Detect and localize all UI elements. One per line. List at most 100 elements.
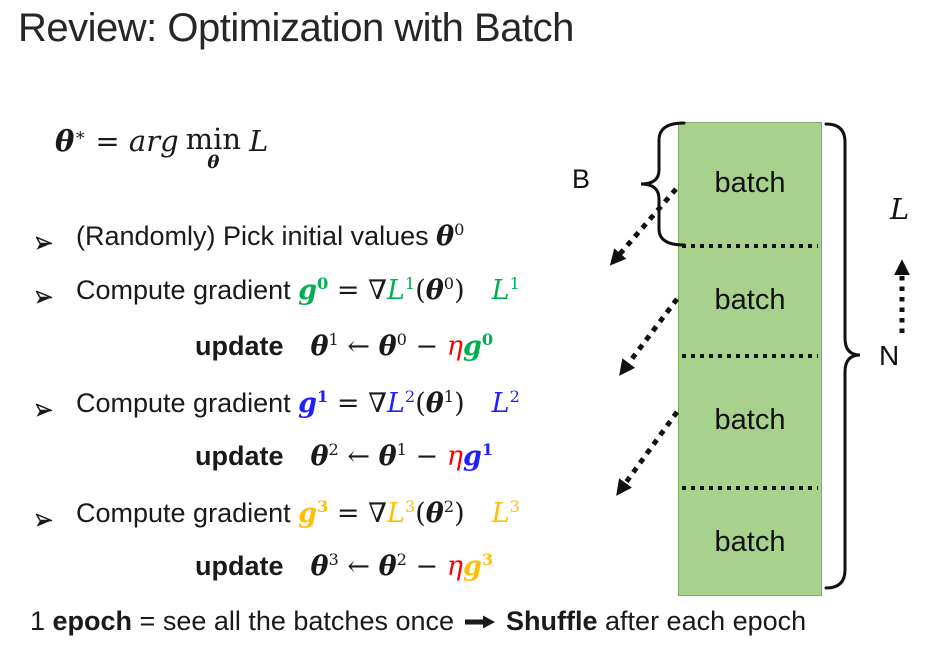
text-segment: L: [491, 388, 510, 419]
bullet-text: Compute gradient g3 = ∇L3(θ2) L3: [76, 498, 520, 529]
text-segment: [465, 275, 492, 306]
text-segment: η: [446, 551, 463, 582]
superscript-text: 1: [509, 274, 520, 293]
text-segment: θ: [378, 331, 397, 362]
text-segment: θ: [378, 551, 397, 582]
text-segment: L: [491, 498, 510, 529]
superscript-text: 0: [454, 220, 465, 239]
superscript-text: 2: [396, 550, 407, 569]
text-segment: =: [328, 275, 369, 306]
text-segment: θ: [425, 275, 444, 306]
superscript-text: ∗: [74, 125, 87, 146]
text-segment: ←: [338, 331, 379, 362]
text-segment: arg: [128, 124, 179, 158]
superscript-text: 1: [443, 387, 455, 406]
epoch-note-right: Shuffle after each epoch: [506, 606, 806, 637]
text-segment: g: [298, 388, 318, 419]
superscript-text: 0: [396, 330, 407, 349]
text-segment: 1: [30, 606, 53, 636]
batch-size-label: B: [572, 164, 591, 194]
text-segment: ∇: [368, 388, 387, 419]
text-segment: (: [415, 388, 426, 419]
epoch-note-left: 1 epoch = see all the batches once: [30, 606, 454, 637]
text-segment: ): [454, 498, 465, 529]
bullet-item-gradient-0: Compute gradient g0 = ∇L1(θ0) L1: [34, 275, 520, 313]
superscript-text: 2: [509, 387, 520, 406]
formula-lhs: θ∗ = arg: [55, 124, 179, 158]
text-segment: θ: [55, 124, 75, 158]
superscript-text: 3: [317, 497, 329, 516]
text-segment: [465, 498, 492, 529]
update-line-1: update θ1 ← θ0 − ηg0: [195, 331, 493, 362]
batch-label-1: batch: [714, 167, 786, 199]
text-segment: L: [386, 275, 405, 306]
text-segment: after each epoch: [597, 606, 807, 636]
text-segment: [284, 551, 311, 581]
batch-label-3: batch: [714, 404, 786, 436]
text-segment: L: [491, 275, 510, 306]
text-segment: Compute gradient: [76, 275, 299, 305]
batch3-arrow: [616, 410, 680, 496]
superscript-text: 3: [328, 550, 339, 569]
total-loss-label: L: [890, 192, 910, 226]
text-segment: ←: [338, 441, 379, 472]
dataset-size-label: N: [879, 340, 900, 371]
text-segment: L: [249, 124, 269, 158]
text-segment: g: [462, 441, 482, 472]
text-segment: ∇: [368, 275, 387, 306]
text-segment: Shuffle: [506, 606, 598, 636]
text-segment: θ: [378, 441, 397, 472]
text-segment: ): [454, 388, 465, 419]
text-segment: θ: [310, 551, 329, 582]
batch1-arrow: [609, 187, 678, 266]
bullet-text: Compute gradient g1 = ∇L2(θ1) L2: [76, 388, 520, 419]
superscript-text: 1: [328, 330, 339, 349]
epoch-note: 1 epoch = see all the batches once Shuff…: [30, 606, 806, 637]
text-segment: −: [406, 551, 447, 582]
batch2-arrow: [619, 297, 679, 376]
right-arrow-icon: [464, 614, 496, 630]
bullet-text: Compute gradient g0 = ∇L1(θ0) L1: [76, 275, 520, 306]
text-segment: =: [328, 498, 369, 529]
text-segment: [465, 388, 492, 419]
text-segment: update: [195, 331, 284, 361]
superscript-text: 1: [481, 440, 494, 459]
text-segment: g: [298, 275, 318, 306]
text-segment: g: [462, 551, 482, 582]
text-segment: ): [454, 275, 465, 306]
update-line-2: update θ2 ← θ1 − ηg1: [195, 441, 493, 472]
superscript-text: 1: [404, 274, 416, 293]
text-segment: update: [195, 551, 284, 581]
text-segment: = see all the batches once: [132, 606, 455, 636]
superscript-text: 2: [328, 440, 339, 459]
formula-loss: L: [249, 124, 269, 158]
bullet-arrow-icon: [34, 282, 54, 313]
batch-label-4: batch: [714, 526, 786, 558]
text-segment: θ: [207, 152, 220, 174]
bullet-text: (Randomly) Pick initial values θ0: [76, 221, 464, 252]
text-segment: L: [386, 388, 405, 419]
text-segment: update: [195, 441, 284, 471]
update-line-3: update θ3 ← θ2 − ηg3: [195, 551, 493, 582]
bullet-arrow-icon: [34, 228, 54, 259]
text-segment: [284, 441, 311, 471]
bullet-arrow-icon: [34, 505, 54, 536]
text-segment: ←: [338, 551, 379, 582]
superscript-text: 2: [443, 497, 455, 516]
text-segment: L: [386, 498, 405, 529]
text-segment: −: [406, 441, 447, 472]
text-segment: Compute gradient: [76, 498, 299, 528]
text-segment: θ: [310, 441, 329, 472]
bullet-item-gradient-1: Compute gradient g1 = ∇L2(θ1) L2: [34, 388, 520, 426]
superscript-text: 0: [317, 274, 329, 293]
text-segment: θ: [436, 221, 455, 252]
text-segment: (: [415, 498, 426, 529]
bullet-item-init: (Randomly) Pick initial values θ0: [34, 221, 464, 259]
superscript-text: 3: [404, 497, 416, 516]
text-segment: θ: [310, 331, 329, 362]
superscript-text: 0: [443, 274, 455, 293]
text-segment: =: [86, 124, 129, 158]
text-segment: g: [462, 331, 482, 362]
